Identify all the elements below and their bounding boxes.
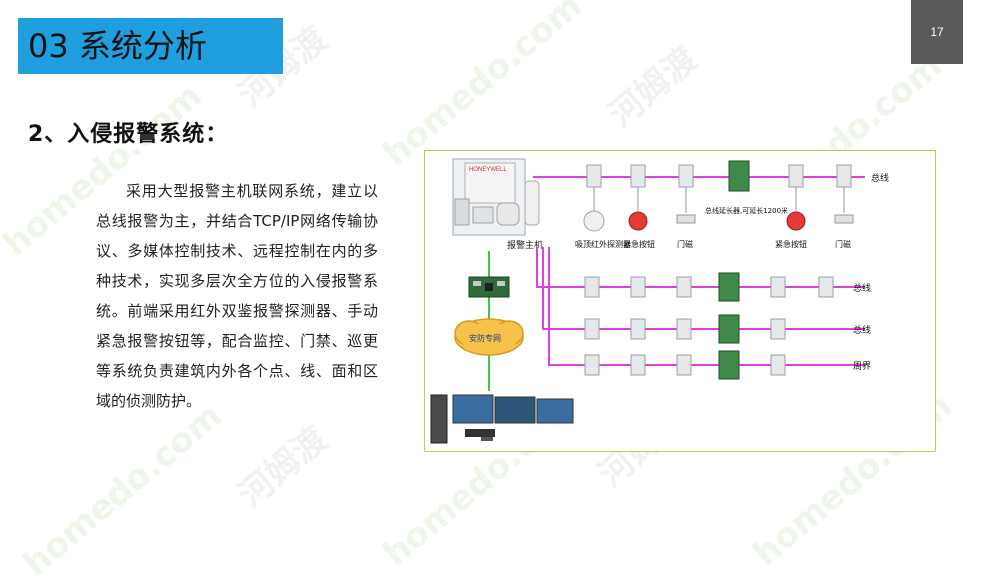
- bus-lines: [533, 176, 865, 366]
- circuit-board: [468, 276, 510, 298]
- alarm-host-device: HONEYWELL: [452, 158, 540, 236]
- page-number: 17: [911, 0, 963, 64]
- watermark: 河姆渡: [231, 419, 336, 516]
- watermark: homedo.com: [15, 395, 230, 584]
- bus-modules-top: [586, 164, 852, 188]
- emergency-button-icon: [786, 211, 806, 231]
- page-title: 03 系统分析: [18, 18, 283, 74]
- watermark: homedo.com: [375, 0, 590, 175]
- device-label: 吸顶红外探测器: [575, 239, 631, 249]
- bus-modules-lower: [584, 276, 834, 376]
- device-label: 紧急按钮: [623, 239, 655, 249]
- perimeter-label: 周界: [853, 361, 871, 372]
- device-label: 门磁: [835, 239, 851, 249]
- device-label: 紧急按钮: [775, 239, 807, 249]
- emergency-button-icon: [628, 211, 648, 231]
- door-contact-icon: [834, 214, 854, 224]
- bus-label: 总线: [871, 172, 889, 184]
- network-label: 安防专网: [469, 333, 501, 343]
- device-label: 门磁: [677, 239, 693, 249]
- host-label: 报警主机: [507, 239, 543, 251]
- bus-extender-board: [728, 160, 750, 192]
- brand-label: HONEYWELL: [469, 167, 507, 173]
- bus-label: 总线: [853, 282, 871, 294]
- extender-boards-lower: [718, 272, 740, 380]
- watermark: 河姆渡: [601, 39, 706, 136]
- diagram-canvas: HONEYWELL 报警主机 安防专网: [430, 158, 889, 444]
- cloud-network: 安防专网: [454, 318, 524, 356]
- section-heading: 2、入侵报警系统：: [28, 122, 229, 147]
- device-label: 总线延长器,可延长1200米: [705, 206, 788, 215]
- alarm-system-diagram: HONEYWELL 报警主机 安防专网: [424, 150, 936, 452]
- workstation: [430, 394, 574, 444]
- ceiling-detector-icon: [583, 210, 605, 232]
- body-paragraph: 采用大型报警主机联网系统，建立以总线报警为主，并结合TCP/IP网络传输协议、多…: [96, 182, 378, 410]
- bus-label: 总线: [853, 324, 871, 336]
- door-contact-icon: [676, 214, 696, 224]
